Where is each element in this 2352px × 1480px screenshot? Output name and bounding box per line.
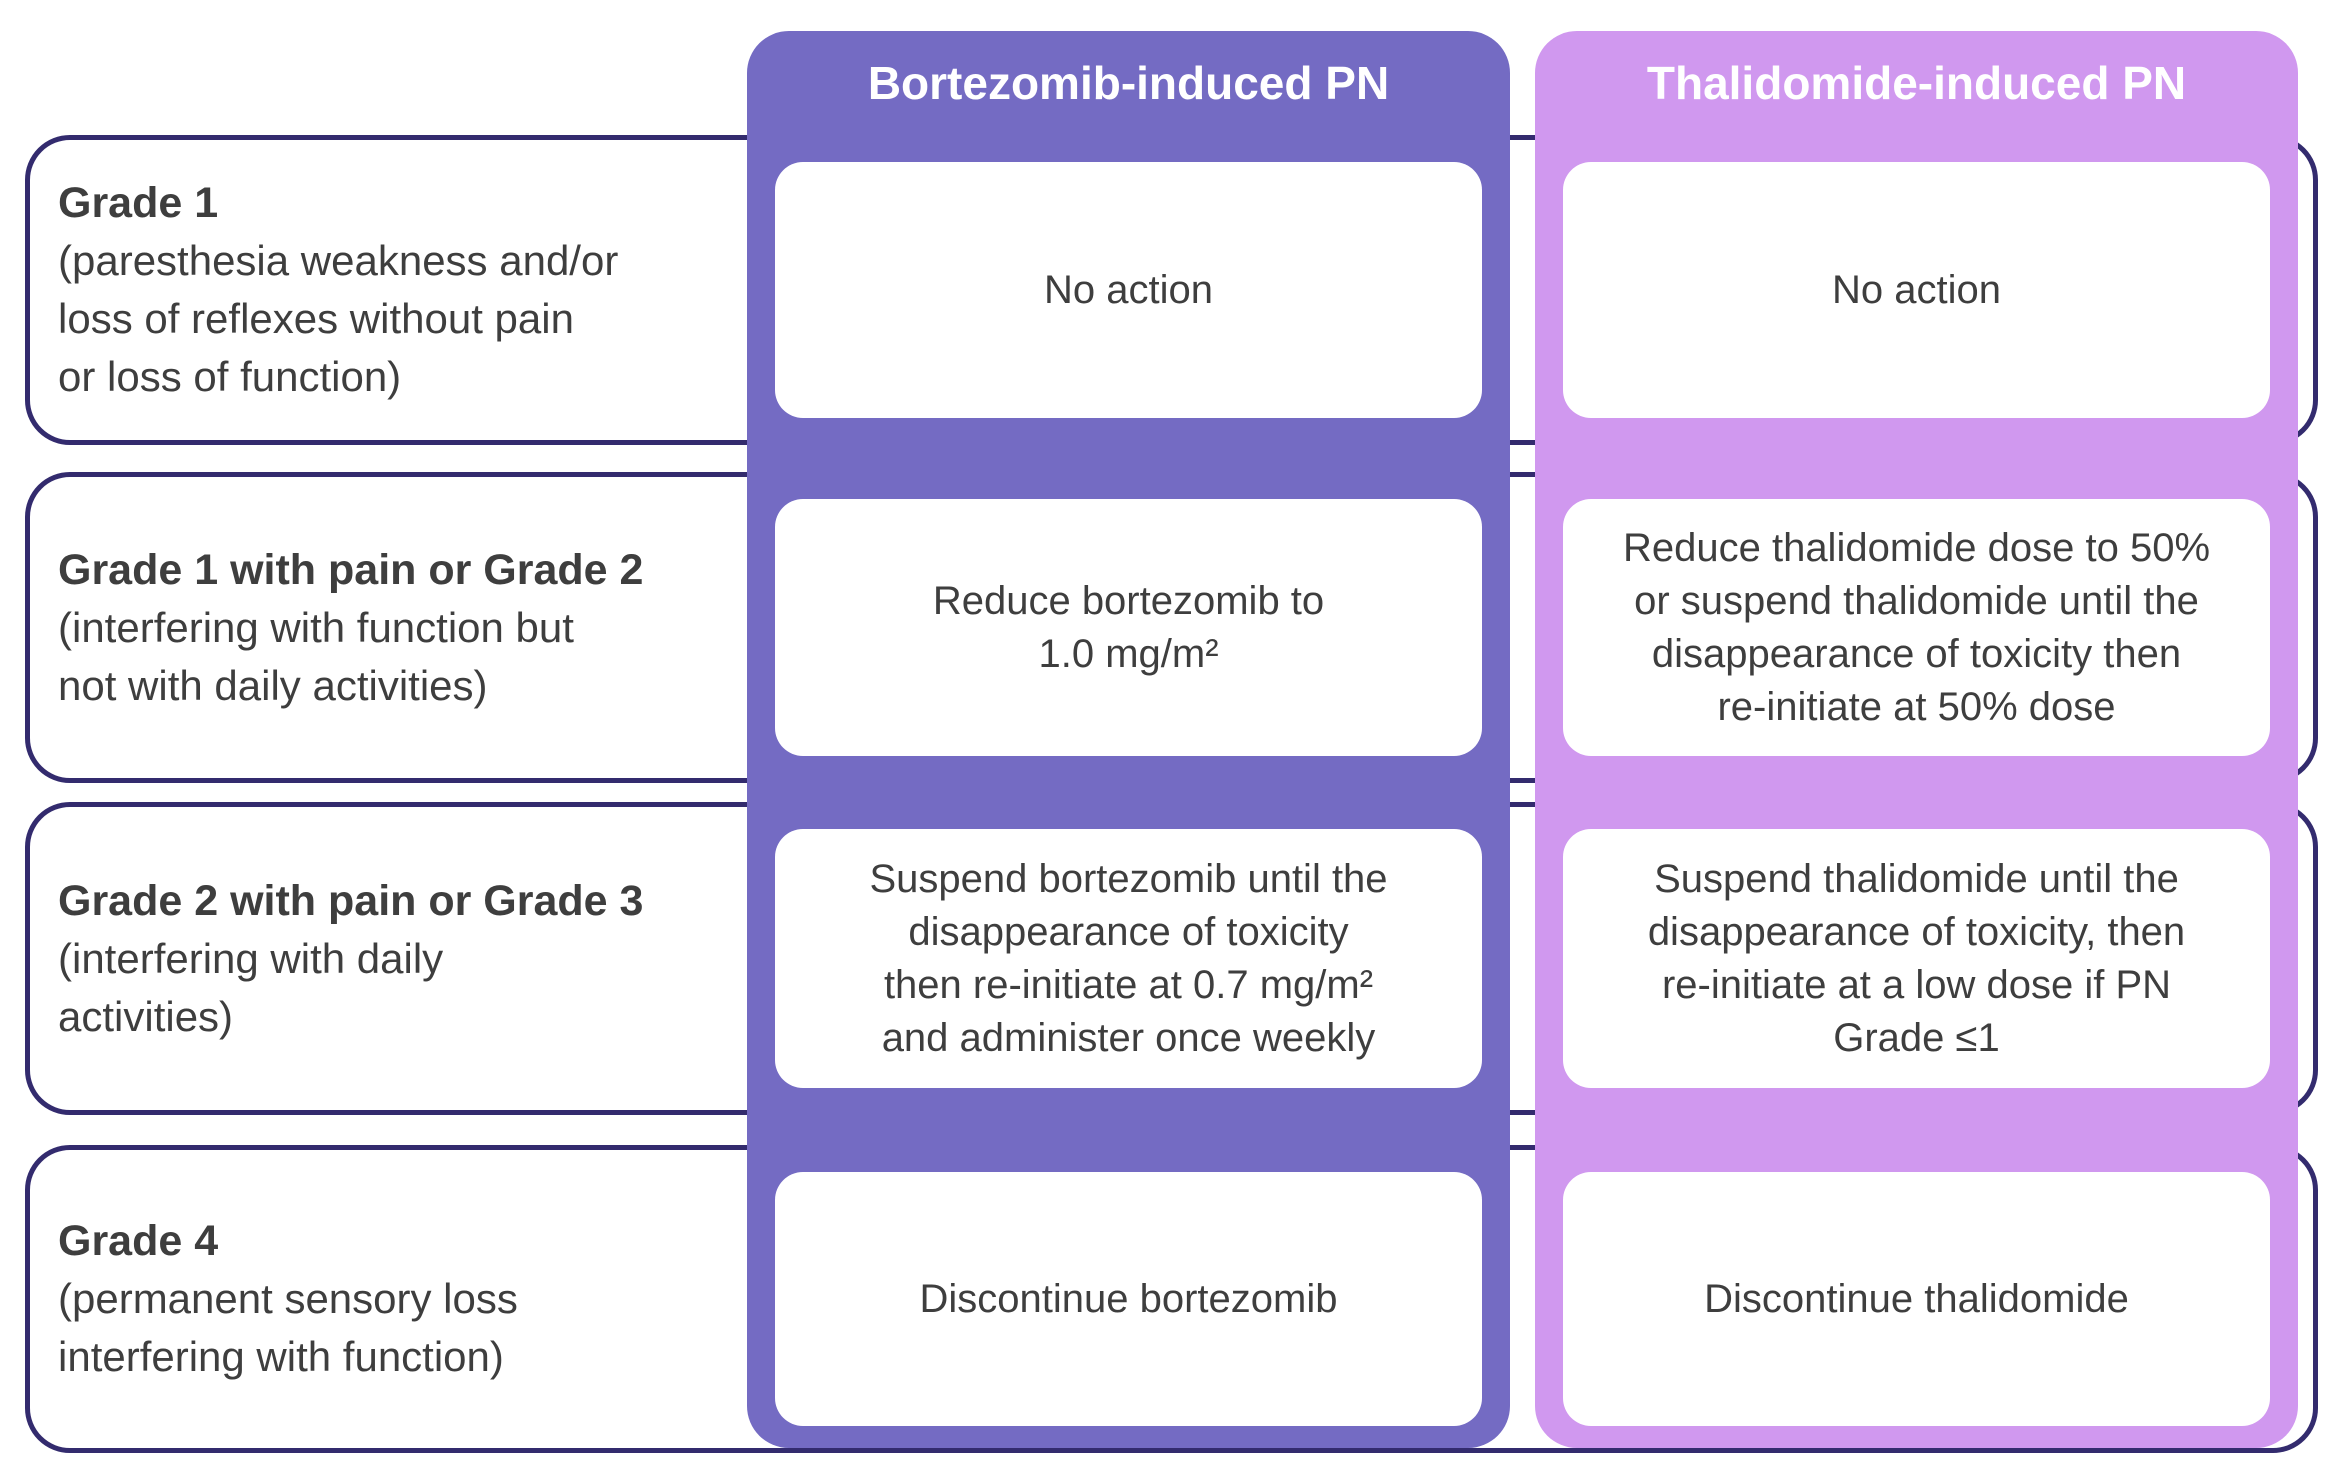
thalidomide-cell-grade2pain-grade3: Suspend thalidomide until the disappeara… [1563,829,2270,1088]
grade-label-3: Grade 2 with pain or Grade 3 (interferin… [58,807,748,1110]
bortezomib-column: Bortezomib-induced PN No action Reduce b… [747,31,1510,1448]
grade-label-4: Grade 4 (permanent sensory loss interfer… [58,1150,748,1448]
grade-description-2: (interfering with function but not with … [58,603,574,709]
thalidomide-cell-grade1pain-grade2: Reduce thalidomide dose to 50% or suspen… [1563,499,2270,756]
grade-description-4: (permanent sensory loss interfering with… [58,1275,518,1380]
grade-description-3: (interfering with daily activities) [58,934,444,1040]
bortezomib-cell-grade1pain-grade2: Reduce bortezomib to 1.0 mg/m² [775,499,1482,756]
grade-title-4: Grade 4 [58,1217,219,1265]
grade-title-3: Grade 2 with pain or Grade 3 [58,876,644,925]
thalidomide-column: Thalidomide-induced PN No action Reduce … [1535,31,2298,1448]
thalidomide-cell-grade4: Discontinue thalidomide [1563,1172,2270,1426]
grade-title-2: Grade 1 with pain or Grade 2 [58,545,644,594]
grade-label-1: Grade 1 (paresthesia weakness and/or los… [58,140,748,440]
bortezomib-cell-grade4: Discontinue bortezomib [775,1172,1482,1426]
grade-description-1: (paresthesia weakness and/or loss of ref… [58,237,619,400]
thalidomide-column-header: Thalidomide-induced PN [1646,57,2187,109]
bortezomib-cell-grade1: No action [775,162,1482,418]
thalidomide-cell-grade1: No action [1563,162,2270,418]
grade-title-1: Grade 1 [58,179,219,227]
grade-label-2: Grade 1 with pain or Grade 2 (interferin… [58,477,748,778]
bortezomib-column-header: Bortezomib-induced PN [867,57,1390,109]
bortezomib-cell-grade2pain-grade3: Suspend bortezomib until the disappearan… [775,829,1482,1088]
